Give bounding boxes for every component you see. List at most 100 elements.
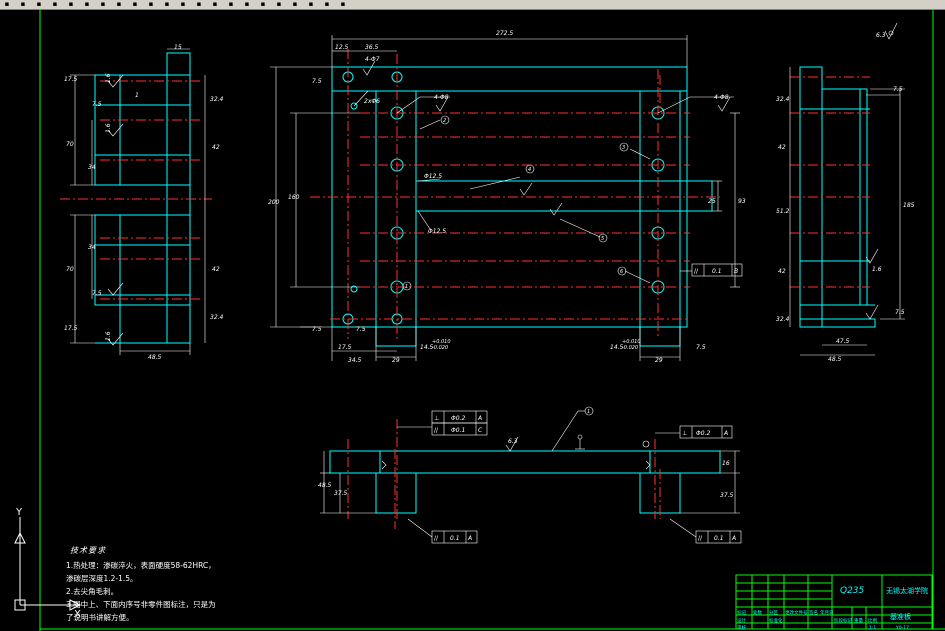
svg-text:标记: 标记 [737,609,746,616]
svg-text:处数: 处数 [753,609,762,616]
svg-text:16: 16 [722,460,730,467]
svg-text:34: 34 [88,244,96,251]
svg-text:25: 25 [708,198,716,205]
tool-palettes-icon[interactable]: ▪ [276,0,282,8]
svg-text:42: 42 [778,144,786,151]
svg-text:34: 34 [88,164,96,171]
svg-text:37.5: 37.5 [720,492,734,499]
svg-text:15: 15 [174,44,182,51]
pan-icon[interactable]: ▪ [180,0,186,8]
svg-text:1: 1 [135,92,139,99]
svg-text:更改文件号: 更改文件号 [785,609,808,616]
tech-line-5: 了说明书讲解方便。 [66,613,134,622]
svg-text:1.6: 1.6 [872,266,882,273]
tech-line-1: 1.热处理：渗碳淬火，表面硬度58-62HRC， [66,561,216,570]
svg-text:36.5: 36.5 [365,44,379,51]
svg-text:7.5: 7.5 [312,326,322,333]
sheet-set-icon[interactable]: ▪ [292,0,298,8]
svg-text:51.2: 51.2 [776,208,790,215]
svg-text:比例: 比例 [868,617,877,624]
copy-icon[interactable]: ▪ [100,0,106,8]
zoom-icon[interactable]: ▪ [196,0,202,8]
tech-line-2: 渗碳层深度1.2-1.5。 [66,574,138,583]
svg-text:签名: 签名 [809,609,818,616]
svg-text:年月日: 年月日 [820,609,834,616]
svg-text:4-Φ8: 4-Φ8 [714,94,729,101]
svg-text:A: A [731,535,736,542]
paste-icon[interactable]: ▪ [116,0,122,8]
svg-text:48.5: 48.5 [148,354,162,361]
match-icon[interactable]: ▪ [132,0,138,8]
svg-text://: // [434,427,439,434]
svg-text:4-Φ8: 4-Φ8 [434,94,449,101]
svg-text:⊥: ⊥ [682,430,687,437]
svg-text:1: 1 [405,284,408,290]
svg-text:1:1: 1:1 [869,625,876,631]
svg-text:7.5: 7.5 [92,101,102,108]
svg-text:70: 70 [66,141,74,148]
svg-text:重量: 重量 [854,617,863,624]
svg-text:Y0-17: Y0-17 [895,625,909,631]
svg-text:Φ0.2: Φ0.2 [451,415,465,422]
svg-text:1: 1 [587,409,590,415]
cut-icon[interactable]: ▪ [84,0,90,8]
front-view: 272.5 12.5 36.5 4-Φ7 2xΦ6 4-Φ8 4-Φ8 7.5 … [268,30,746,364]
print-icon[interactable]: ▪ [52,0,58,8]
svg-text:+0.010: +0.010 [622,339,641,345]
markup-icon[interactable]: ▪ [308,0,314,8]
svg-text:0.1: 0.1 [714,535,724,542]
svg-text:-0.020: -0.020 [622,345,638,351]
zoom-previous-icon[interactable]: ▪ [228,0,234,8]
open-icon[interactable]: ▪ [20,0,26,8]
svg-text:A: A [723,430,728,437]
svg-text:29: 29 [392,357,400,364]
redo-icon[interactable]: ▪ [164,0,170,8]
svg-text:Φ12.5: Φ12.5 [428,228,446,235]
svg-text:7.5: 7.5 [895,309,905,316]
svg-text:34.5: 34.5 [348,357,362,364]
svg-text:42: 42 [212,266,220,273]
svg-text:93: 93 [738,198,746,205]
svg-text:0.1: 0.1 [712,268,722,275]
tech-line-3: 2.去尖角毛刺。 [66,587,119,596]
svg-text:42: 42 [778,268,786,275]
svg-text:分区: 分区 [769,609,778,616]
svg-text:37.5: 37.5 [334,490,348,497]
svg-text:X: X [74,609,81,620]
svg-text:⊥: ⊥ [434,415,439,422]
undo-icon[interactable]: ▪ [148,0,154,8]
preview-icon[interactable]: ▪ [68,0,74,8]
svg-text:A: A [477,415,482,422]
zoom-window-icon[interactable]: ▪ [212,0,218,8]
right-view: 32.4 42 51.2 42 32.4 7.5 185 1.6 47.5 48… [776,66,915,363]
properties-icon[interactable]: ▪ [244,0,250,8]
svg-text:3: 3 [622,145,625,151]
drawing-canvas[interactable]: .o{stroke:#00ffff;stroke-width:1;fill:no… [0,9,945,631]
svg-text:47.5: 47.5 [836,338,850,345]
left-view: 15 17.5 7.5 1.6 1.6 70 34 34 70 7.5 1.6 … [60,44,224,361]
new-icon[interactable]: ▪ [4,0,10,8]
svg-text:12.5: 12.5 [335,44,349,51]
svg-text:A: A [467,535,472,542]
svg-text://: // [434,535,439,542]
quickcalc-icon[interactable]: ▪ [324,0,330,8]
svg-text:7.5: 7.5 [893,86,903,93]
svg-text:7.5: 7.5 [356,326,366,333]
ucs-icon: Y X [14,507,82,620]
save-icon[interactable]: ▪ [36,0,42,8]
svg-text:0.1: 0.1 [450,535,460,542]
svg-text:阶段标记: 阶段标记 [834,617,852,624]
svg-text:6: 6 [620,269,623,275]
svg-text:17.5: 17.5 [64,76,78,83]
design-center-icon[interactable]: ▪ [260,0,266,8]
svg-text:审核: 审核 [737,624,746,631]
svg-text:48.5: 48.5 [318,482,332,489]
svg-text:1.6: 1.6 [105,73,112,83]
svg-text:Q235: Q235 [840,586,865,596]
svg-text:4: 4 [528,167,531,173]
help-icon[interactable]: ▪ [340,0,346,8]
svg-text:185: 185 [903,202,915,209]
svg-text:17.5: 17.5 [338,344,352,351]
svg-text:6.3: 6.3 [876,32,886,39]
svg-text:基准板: 基准板 [890,612,911,621]
